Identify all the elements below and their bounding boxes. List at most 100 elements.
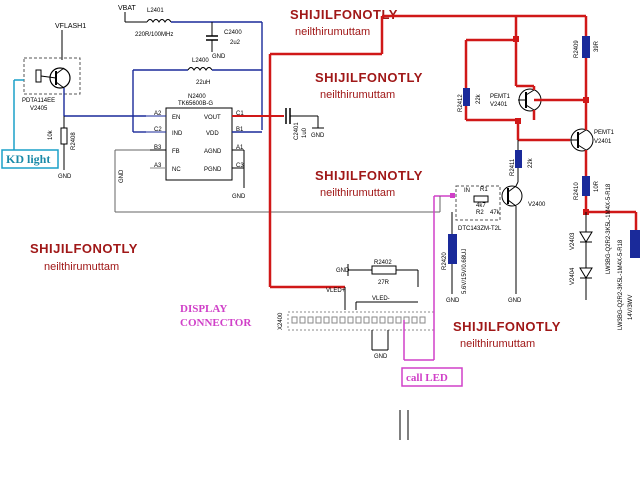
- v2403-value: LW3BG-Q2R2-3K5L-1M4X-5-R18: [606, 183, 612, 274]
- r2402-resistor: [371, 265, 397, 275]
- pemt1-lower-ref: PEMT1: [594, 130, 615, 136]
- watermark-4: SHIJILFONOTLY neilthirumuttam: [30, 241, 138, 273]
- r2410-value: 10R: [594, 180, 600, 192]
- vled-minus-label: VLED-: [372, 296, 390, 302]
- led-rating-label: 14V/3WV: [628, 295, 634, 320]
- v2400-r1-ref: R1: [480, 187, 488, 193]
- l2401-inductor: [146, 19, 172, 23]
- svg-text:neilthirumuttam: neilthirumuttam: [44, 261, 119, 273]
- v2405-base-resistor: [35, 69, 42, 83]
- v2405-transistor-symbol: [49, 67, 71, 89]
- v2404-ref: V2404: [570, 267, 576, 285]
- v2400-dashed-box: [455, 185, 501, 221]
- v2405-dashed-box: [23, 57, 81, 95]
- gnd-label-c2401: GND: [311, 133, 325, 139]
- v2400-r2-ref: R2: [476, 210, 484, 216]
- gnd-label-fb: GND: [119, 169, 125, 183]
- r2411-ref: R2411: [510, 158, 516, 176]
- v2400-in-label: IN: [464, 188, 470, 194]
- v2404-led: [579, 267, 593, 279]
- c2401-ref: C2401: [294, 122, 300, 140]
- r2408-value: 10k: [48, 129, 54, 140]
- c2400-ref: C2400: [224, 30, 242, 36]
- r2408-resistor: [60, 127, 68, 145]
- v2405-value: PDTA114EE: [22, 98, 55, 104]
- vbat-net-label: VBAT: [118, 5, 136, 12]
- r2409-value: 39R: [594, 40, 600, 52]
- watermark-3: SHIJILFONOTLY neilthirumuttam: [315, 168, 422, 199]
- pin-nc: NC: [172, 167, 181, 173]
- kd-light-box: [1, 149, 59, 169]
- svg-text:SHIJILFONOTLY: SHIJILFONOTLY: [30, 241, 138, 256]
- r2411-value: 22k: [528, 157, 534, 168]
- watermark-1: SHIJILFONOTLY neilthirumuttam: [290, 7, 397, 38]
- watermark-2: SHIJILFONOTLY neilthirumuttam: [315, 70, 423, 101]
- l2401-ref: L2401: [147, 8, 164, 14]
- svg-text:SHIJILFONOTLY: SHIJILFONOTLY: [315, 70, 423, 85]
- r2408-ref: R2408: [71, 132, 77, 150]
- pemt1-upper-sub: V2401: [490, 102, 508, 108]
- svg-text:neilthirumuttam: neilthirumuttam: [295, 26, 370, 38]
- pinnum-b1: B1: [236, 127, 244, 133]
- l2401-value: 220R/100MHz: [135, 32, 173, 38]
- r2402-ref: R2402: [374, 260, 392, 266]
- v2400-r1-val: 4k7: [476, 203, 486, 209]
- l2400-inductor: [187, 67, 213, 71]
- r2420-ref: R2420: [442, 252, 448, 270]
- v2404-value: LW3BG-Q2R2-3K5L-1M4X-5-R18: [618, 239, 624, 330]
- gnd-label-v2400: GND: [508, 298, 522, 304]
- v2403-led: [579, 231, 593, 243]
- x2400-ref: X2400: [278, 312, 284, 330]
- pemt1-upper-ref: PEMT1: [490, 94, 511, 100]
- display-connector-label-1: DISPLAY: [180, 303, 227, 315]
- r2402-value: 27R: [378, 280, 390, 286]
- svg-text:neilthirumuttam: neilthirumuttam: [460, 338, 535, 350]
- v2400-ref: V2400: [528, 202, 546, 208]
- v2403-ref: V2403: [570, 232, 576, 250]
- pinnum-a2: A2: [154, 111, 162, 117]
- pin-en: EN: [172, 115, 180, 121]
- x2400-connector: [287, 311, 435, 331]
- pin-vdd: VDD: [206, 131, 219, 137]
- pinnum-c2: C2: [154, 127, 162, 133]
- pinnum-b3: B3: [154, 145, 162, 151]
- svg-text:neilthirumuttam: neilthirumuttam: [320, 89, 395, 101]
- call-led-label: call LED: [406, 372, 448, 384]
- v2400-r2-val: 47k: [490, 210, 501, 216]
- pinnum-a1: A1: [236, 145, 244, 151]
- x2400-pins: [291, 316, 426, 324]
- display-connector-label-2: CONNECTOR: [180, 317, 252, 329]
- l2400-ref: L2400: [192, 58, 209, 64]
- gnd-label-r2402: GND: [336, 268, 350, 274]
- n2400-value: TK65600B-G: [178, 101, 213, 107]
- n2400-ref: N2400: [188, 94, 206, 100]
- r2409-ref: R2409: [574, 40, 580, 58]
- pin-agnd: AGND: [204, 149, 222, 155]
- pinnum-c3: C3: [236, 163, 244, 169]
- gnd-label-c2400: GND: [212, 54, 226, 60]
- pin-ind: IND: [172, 131, 183, 137]
- n2400-ic: [165, 107, 233, 181]
- pemt1-lower-sub: V2401: [594, 139, 612, 145]
- vled-plus-label: VLED+: [326, 288, 346, 294]
- r2412-value: 22k: [476, 93, 482, 104]
- r2409-resistor: [582, 36, 590, 58]
- v2400-value: DTC143ZM-T2L: [458, 226, 502, 232]
- l2400-value: 22uH: [196, 80, 210, 86]
- r2410-resistor: [582, 176, 590, 196]
- pin-pgnd: PGND: [204, 167, 222, 173]
- c2401-value: 1u0: [302, 127, 308, 138]
- svg-text:neilthirumuttam: neilthirumuttam: [320, 187, 395, 199]
- svg-text:SHIJILFONOTLY: SHIJILFONOTLY: [453, 319, 561, 334]
- watermark-5: SHIJILFONOTLY neilthirumuttam: [453, 319, 561, 350]
- r2420-value: 5.6V/15V/0.68UJ: [462, 249, 468, 294]
- vflash-net-label: VFLASH1: [55, 23, 86, 30]
- r2411-resistor: [515, 150, 522, 168]
- pinnum-a3: A3: [154, 163, 162, 169]
- pin-vout: VOUT: [204, 115, 221, 121]
- r2420-resistor: [448, 234, 457, 264]
- gnd-label-r2420: GND: [446, 298, 460, 304]
- v2405-ref: V2405: [30, 106, 48, 112]
- pin-fb: FB: [172, 149, 180, 155]
